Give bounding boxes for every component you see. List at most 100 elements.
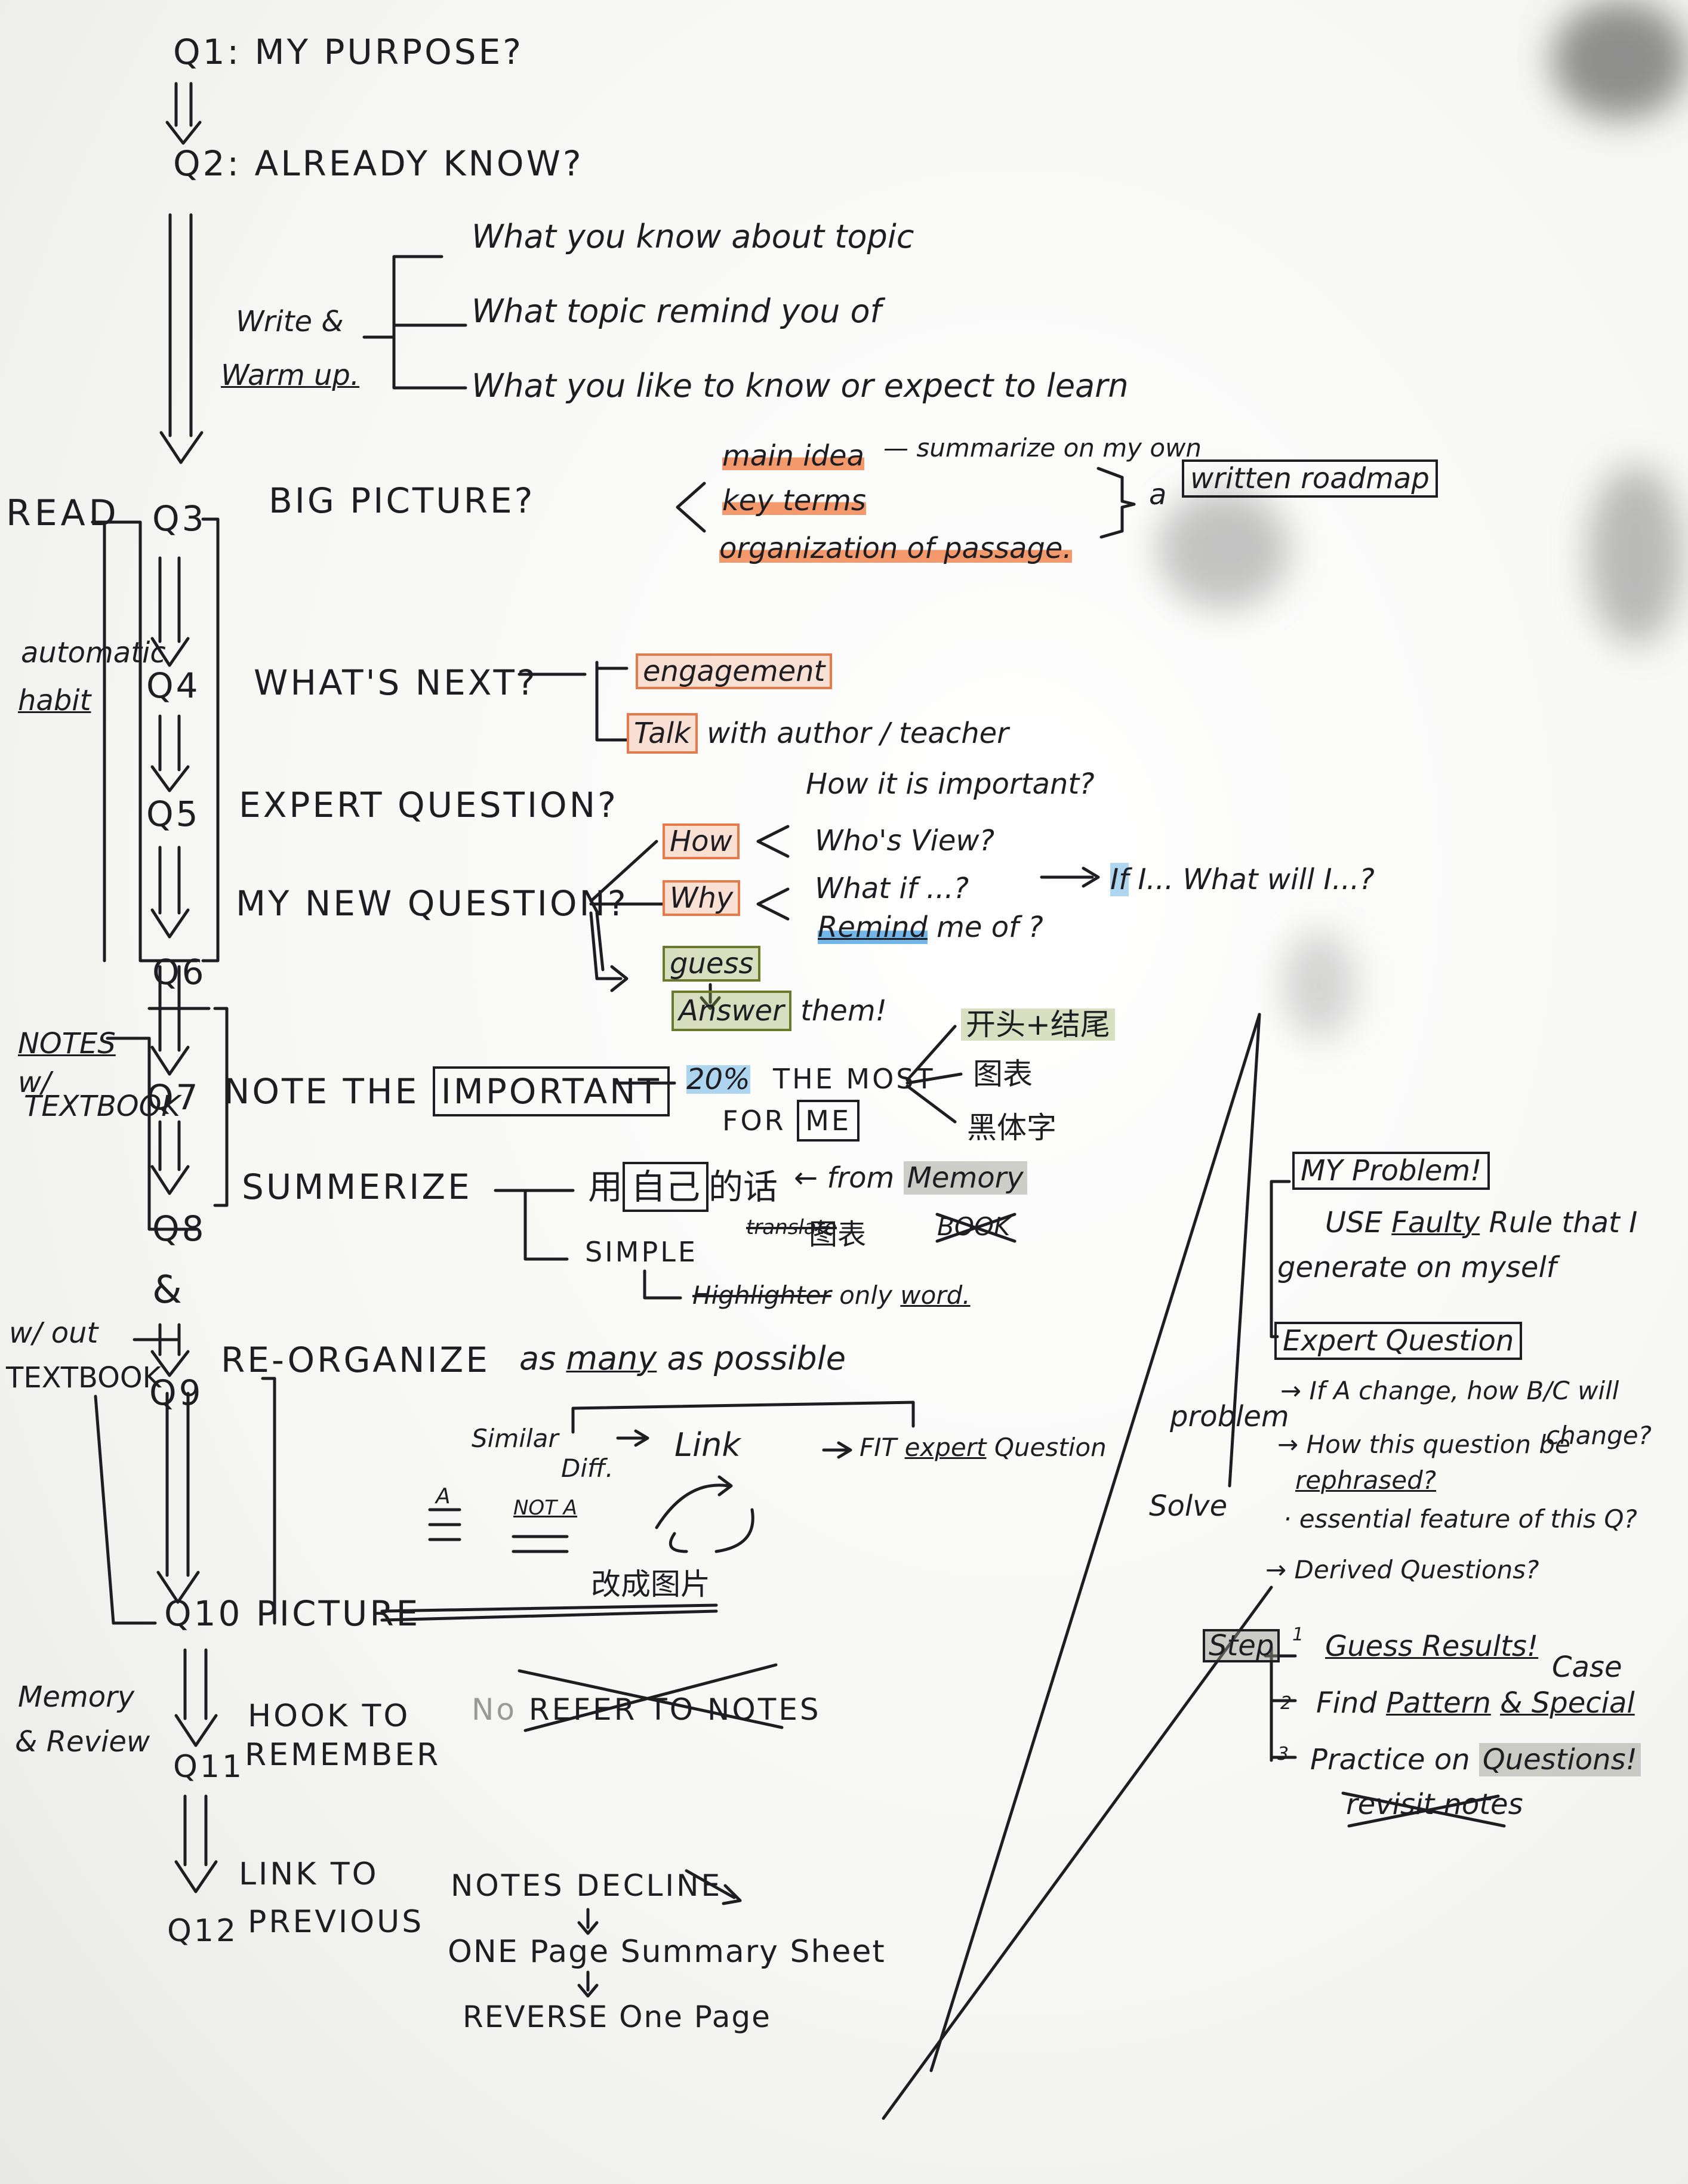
right-eq-1: → If A change, how B/C will [1280,1376,1619,1405]
q7-for: FOR [722,1105,786,1137]
q8-num: Q8 [152,1208,207,1249]
q6-how-lt [756,825,790,858]
right-faulty: Faulty [1391,1206,1480,1239]
q6-answer-line: Answer them! [671,991,887,1031]
q8-chart: 图表 [809,1218,867,1251]
q10-connector [380,1603,718,1622]
q2-num: Q2: [173,143,242,184]
q12-title-1: LINK TO [239,1856,379,1892]
q6-if-line: If I... What will I...? [1110,863,1375,896]
q3-right-bracket [201,517,220,963]
q7-title-line: NOTE THE IMPORTANT [224,1066,670,1116]
q9-diff: Diff. [561,1454,614,1483]
q9-similar: Similar [472,1424,559,1453]
diagonal-line-1 [929,1013,1261,2072]
q1-label: Q1: MY PURPOSE? [173,35,523,69]
q6-how-1: How it is important? [806,767,1095,801]
right-s2-num: 2 [1280,1693,1292,1714]
arrow-guess-answer [700,983,721,1010]
side-notes: NOTES [18,1027,116,1060]
q2-title: ALREADY KNOW? [254,143,584,184]
q7-num: Q7 [146,1077,201,1118]
q9-not-a: NOT A [513,1496,578,1520]
side-review: & Review [15,1725,150,1759]
right-eq-4: → Derived Questions? [1265,1555,1539,1584]
right-s2d: Case [1552,1651,1622,1684]
arrow-q2-q3 [159,213,204,464]
q8-own-box: 自己 [623,1162,709,1212]
q9-many-line: as many as possible [519,1343,846,1375]
right-expert-box: Expert Question [1274,1322,1523,1360]
right-s3a: Practice on [1310,1743,1470,1776]
write-warm-label-2: Warm up. [221,359,360,392]
q7-pct: 20% [686,1063,750,1096]
q2-branch-1: What you know about topic [472,218,914,255]
q6-title: MY NEW QUESTION? [236,883,629,924]
q8-simple-branch [643,1269,682,1300]
q8-simple: SIMPLE [585,1236,698,1268]
right-s2c: & Special [1500,1686,1635,1720]
right-s1-num: 1 [1292,1624,1304,1645]
without-bracket [94,1338,181,1625]
q8-word: word. [900,1281,971,1310]
q4-talk-rest: with author / teacher [707,717,1009,750]
right-s2-line: Find Pattern & Special [1316,1689,1635,1717]
right-s2b: Pattern [1386,1686,1491,1720]
arrow-q9-q10 [156,1392,200,1604]
q9-many-2: many [566,1340,657,1377]
right-s3-line: Practice on Questions! [1310,1743,1641,1776]
right-eq-2: → How this question be [1277,1430,1570,1459]
q7-fan [905,1025,963,1124]
q9-link-bracket [571,1401,915,1434]
smudge-center [1158,489,1289,609]
right-eq-3: · essential feature of this Q? [1283,1504,1637,1534]
right-s3c: revisit notes [1346,1788,1523,1821]
right-s1: Guess Results! [1325,1630,1539,1663]
q7-for-line: FOR ME [722,1100,860,1142]
q9-eq-a [428,1508,461,1541]
q12-one-page: ONE Page Summary Sheet [448,1934,886,1970]
q7-c3: 黑体字 [967,1110,1056,1145]
q8-own-2: 的话 [709,1167,778,1207]
write-warm-label-1: Write & [236,305,344,338]
q3-num: Q3 [152,498,207,539]
q12-arrow-2 [577,1970,599,1998]
crossout-book [935,1213,1017,1243]
q4-num: Q4 [146,665,201,706]
q6-how: How [663,823,740,859]
q6-if: If [1110,863,1129,896]
side-textbook: TEXTBOOK [24,1090,180,1123]
arrow-q11-q12 [174,1794,218,1893]
arrow-q5-q6 [150,846,190,939]
q9-fit-line: FIT expert Question [860,1435,1107,1460]
q5-title: EXPERT QUESTION? [239,785,618,825]
q9-arrows [616,1429,852,1459]
q11-refer: REFER TO NOTES [528,1692,821,1727]
arrow-q3-q4 [150,556,190,667]
q3-main-idea: main idea [722,439,864,473]
q12-decline-arrow [685,1869,742,1905]
q12-arrow-1 [577,1908,599,1935]
q2-branch-3: What you like to know or expect to learn [472,367,1129,405]
side-memory: Memory [18,1680,135,1714]
smudge-mid-right [1283,931,1355,1038]
q6-guess: guess [663,946,761,982]
q8-own-words-line: 用自己的话 [588,1162,778,1212]
q6-answer: Answer [671,991,791,1031]
arrow-q7-q8 [150,1120,190,1195]
q8-branch [494,1189,575,1261]
q7-title: NOTE THE [224,1071,420,1112]
q11-num: Q11 [173,1749,245,1785]
q9-question: Question [994,1433,1107,1462]
side-habit: habit [18,684,91,717]
arrow-q6-guess [589,911,629,992]
q6-if-rest: I... What will I...? [1138,863,1375,896]
diagonal-line-3 [1228,1013,1261,1488]
q6-why-2-line: Remind me of ? [818,911,1043,944]
q6-num: Q6 [152,952,207,992]
q6-me-of: me of ? [937,911,1043,944]
q9-many-3: as possible [667,1340,846,1377]
q3-summarize: — summarize on my own [883,433,1202,462]
